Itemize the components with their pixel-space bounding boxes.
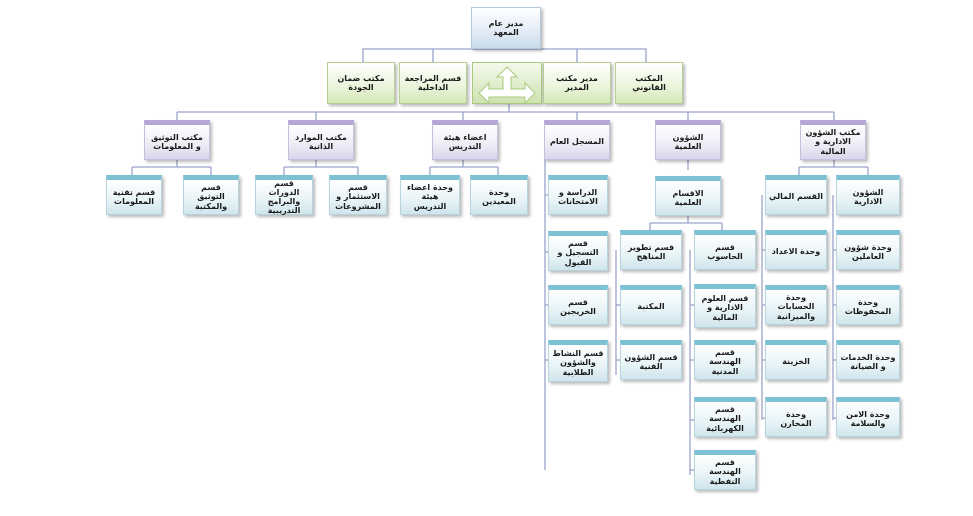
double-arrow-icon [478, 66, 536, 105]
office-quality: مكتب ضمان الجودة [327, 62, 395, 104]
finance-head-label: القسم المالي [769, 192, 823, 202]
dept-admin-finance-label: مكتب الشؤون الادارية و المالية [805, 128, 861, 156]
director-general-box: مدير عام المعهد [471, 7, 541, 49]
registrar-exams-label: الدراسة و الامتحانات [558, 187, 598, 206]
academic-computer-label: قسم الحاسوب [707, 242, 743, 261]
finance-preparation-label: وحدة الاعداد [771, 247, 821, 257]
registrar-exams: الدراسة و الامتحانات [548, 175, 608, 215]
unit-assistants-label: وحدة المعيدين [482, 187, 516, 206]
academic-departments: الاقسام العلمية [655, 176, 721, 216]
dept-documentation-label: مكتب التوثيق و المعلومات [151, 132, 203, 151]
registrar-student-affairs: قسم النشاط والشؤون الطلابية [548, 340, 608, 382]
office-internal-audit-label: قسم المراجعة الداخلية [404, 73, 462, 92]
director-general-label: مدير عام المعهد [488, 18, 524, 37]
office-legal: المكتب القانوني [615, 62, 683, 104]
academic-departments-label: الاقسام العلمية [672, 188, 704, 207]
dept-faculty: اعضاء هيئة التدريس [432, 120, 498, 160]
unit-it-label: قسم تقنية المعلومات [112, 187, 156, 206]
unit-assistants: وحدة المعيدين [470, 175, 528, 215]
finance-head: القسم المالي [765, 175, 827, 215]
admin-personnel-label: وحدة شؤون العاملين [844, 242, 892, 261]
admin-head-label: الشؤون الادارية [852, 187, 884, 206]
academic-library: المكتبة [620, 285, 682, 325]
admin-security-label: وحدة الامن والسلامة [846, 409, 890, 428]
academic-electrical-eng: قسم الهندسة الكهربائية [694, 397, 756, 437]
office-quality-label: مكتب ضمان الجودة [337, 73, 385, 92]
office-legal-label: المكتب القانوني [632, 73, 666, 92]
registrar-admission: قسم التسجيل و القبول [548, 231, 608, 271]
finance-stores: وحدة المخازن [765, 397, 827, 437]
admin-maintenance-label: وحدة الخدمات و الصيانة [840, 352, 896, 371]
unit-training-label: قسم الدورات والبرامج التدريبية [267, 178, 301, 216]
registrar-graduates: قسم الخريجين [548, 285, 608, 325]
office-manager-label: مدير مكتب المدير [556, 73, 598, 92]
unit-it: قسم تقنية المعلومات [106, 175, 162, 215]
dept-resources-label: مكتب الموارد الذاتية [295, 132, 347, 151]
admin-maintenance: وحدة الخدمات و الصيانة [836, 340, 900, 380]
office-internal-audit: قسم المراجعة الداخلية [399, 62, 467, 104]
academic-admin-sciences: قسم العلوم الادارية و المالية [694, 284, 756, 328]
admin-personnel: وحدة شؤون العاملين [836, 230, 900, 270]
admin-archives-label: وحدة المحفوظات [844, 297, 892, 316]
academic-curriculum: قسم تطوير المناهج [620, 230, 682, 270]
dept-registrar-label: المسجل العام [549, 137, 605, 147]
finance-preparation: وحدة الاعداد [765, 230, 827, 270]
dept-resources: مكتب الموارد الذاتية [288, 120, 354, 160]
dept-academic: الشؤون العلمية [655, 120, 721, 160]
academic-petroleum-eng-label: قسم الهندسة النفطية [709, 458, 741, 486]
unit-faculty-members-label: وحدة اعضاء هيئة التدريس [406, 183, 454, 211]
dept-academic-label: الشؤون العلمية [672, 132, 704, 151]
academic-admin-sciences-label: قسم العلوم الادارية و المالية [701, 294, 749, 322]
academic-electrical-eng-label: قسم الهندسة الكهربائية [706, 405, 744, 433]
registrar-graduates-label: قسم الخريجين [560, 297, 596, 316]
academic-computer: قسم الحاسوب [694, 230, 756, 270]
registrar-student-affairs-label: قسم النشاط والشؤون الطلابية [552, 349, 604, 377]
office-manager: مدير مكتب المدير [543, 62, 611, 104]
academic-curriculum-label: قسم تطوير المناهج [627, 242, 675, 261]
unit-faculty-members: وحدة اعضاء هيئة التدريس [400, 175, 460, 215]
finance-stores-label: وحدة المخازن [780, 409, 812, 428]
unit-investment-label: قسم الاستثمار و المشروعات [335, 183, 381, 211]
unit-training: قسم الدورات والبرامج التدريبية [255, 175, 313, 215]
academic-technical: قسم الشؤون الفنية [620, 340, 682, 380]
academic-technical-label: قسم الشؤون الفنية [624, 352, 678, 371]
academic-civil-eng: قسم الهندسة المدنية [694, 340, 756, 380]
academic-civil-eng-label: قسم الهندسة المدنية [709, 348, 741, 376]
academic-library-label: المكتبة [637, 302, 665, 312]
finance-treasury-label: الخزينة [782, 357, 810, 367]
finance-accounts: وحدة الحسابات والميزانية [765, 285, 827, 325]
finance-accounts-label: وحدة الحسابات والميزانية [776, 293, 816, 321]
arrow-connector [472, 62, 542, 105]
dept-documentation: مكتب التوثيق و المعلومات [144, 120, 210, 160]
admin-archives: وحدة المحفوظات [836, 285, 900, 325]
dept-faculty-label: اعضاء هيئة التدريس [443, 132, 487, 151]
registrar-admission-label: قسم التسجيل و القبول [557, 239, 599, 267]
dept-registrar: المسجل العام [544, 120, 610, 160]
unit-doc-library: قسم التوثيق والمكتبة [183, 175, 239, 215]
academic-petroleum-eng: قسم الهندسة النفطية [694, 450, 756, 490]
unit-doc-library-label: قسم التوثيق والمكتبة [194, 183, 228, 211]
finance-treasury: الخزينة [765, 340, 827, 380]
admin-security: وحدة الامن والسلامة [836, 397, 900, 437]
unit-investment: قسم الاستثمار و المشروعات [329, 175, 387, 215]
dept-admin-finance: مكتب الشؤون الادارية و المالية [800, 120, 866, 160]
admin-head: الشؤون الادارية [836, 175, 900, 215]
